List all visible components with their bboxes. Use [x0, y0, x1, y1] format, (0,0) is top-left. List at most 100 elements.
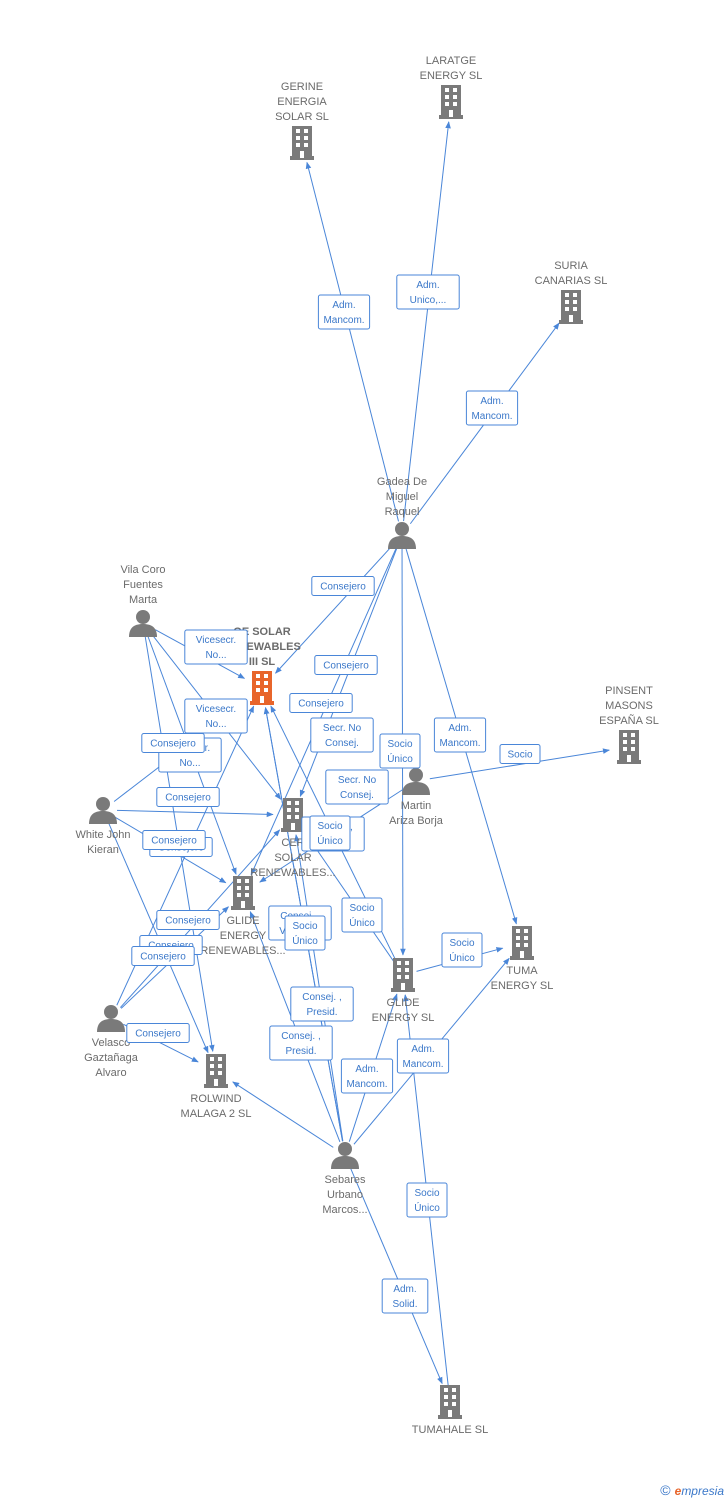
- edge-label[interactable]: Vicesecr.No...: [184, 629, 248, 665]
- edge-label-box[interactable]: [396, 274, 460, 310]
- edge-label-box[interactable]: [433, 717, 487, 753]
- edge-label[interactable]: Consejero: [126, 1023, 190, 1043]
- edge-label-box[interactable]: [269, 1025, 333, 1061]
- edge-label[interactable]: Consejero: [289, 693, 353, 713]
- edge-label-box[interactable]: [289, 693, 353, 713]
- edge-label[interactable]: Adm.Mancom.: [340, 1058, 394, 1094]
- edge-label-box[interactable]: [465, 390, 519, 426]
- edge-label[interactable]: Adm.Mancom.: [433, 717, 487, 753]
- edge-label[interactable]: Adm.Mancom.: [317, 294, 371, 330]
- edge-label[interactable]: Consej. ,Presid.: [290, 986, 354, 1022]
- edge-label-box[interactable]: [156, 910, 220, 930]
- node-label: GERINE: [281, 81, 323, 93]
- building-icon: [510, 926, 534, 960]
- building-icon: [439, 85, 463, 119]
- edge-gadea-gesolar: [275, 544, 393, 674]
- edge-label-box[interactable]: [317, 294, 371, 330]
- node-label: III SL: [249, 656, 276, 668]
- edge-label-text: Consejero: [151, 836, 197, 847]
- edge-label-box[interactable]: [184, 698, 248, 734]
- edge-label[interactable]: Consejero: [311, 576, 375, 596]
- edge-label-box[interactable]: [184, 629, 248, 665]
- edge-label[interactable]: Consejero: [156, 787, 220, 807]
- building-icon: [290, 126, 314, 160]
- node-label: SURIA: [554, 260, 588, 272]
- node-label: ROLWIND: [190, 1093, 241, 1105]
- edge-label-box[interactable]: [341, 897, 383, 933]
- node-label: Ariza Borja: [389, 815, 444, 827]
- edge-label-box[interactable]: [156, 787, 220, 807]
- node-cer[interactable]: CERSOLARRENEWABLES...: [250, 798, 336, 879]
- edge-label-box[interactable]: [142, 830, 206, 850]
- edge-label-box[interactable]: [290, 986, 354, 1022]
- edge-label-text: Secr. No: [338, 775, 377, 786]
- edge-label-box[interactable]: [311, 576, 375, 596]
- edge-label[interactable]: Consejero: [141, 733, 205, 753]
- node-label: Alvaro: [95, 1067, 126, 1079]
- edge-label-box[interactable]: [325, 769, 389, 805]
- edge-label-box[interactable]: [379, 733, 421, 769]
- edge-label[interactable]: Adm.Solid.: [381, 1278, 429, 1314]
- edge-label-box[interactable]: [381, 1278, 429, 1314]
- edge-label[interactable]: Adm.Mancom.: [465, 390, 519, 426]
- edge-label[interactable]: Vicesecr.No...: [184, 698, 248, 734]
- edge-label-box[interactable]: [131, 946, 195, 966]
- copyright-icon: ©: [660, 1482, 671, 1498]
- node-sebares[interactable]: SebaresUrbanoMarcos...: [322, 1142, 368, 1216]
- edge-label[interactable]: Consejero: [142, 830, 206, 850]
- edge-label[interactable]: Consejero: [156, 910, 220, 930]
- edge-label-box[interactable]: [310, 717, 374, 753]
- edge-label-text: Adm.: [332, 300, 355, 311]
- edge-label[interactable]: Consej. ,Presid.: [269, 1025, 333, 1061]
- node-label: CER: [281, 837, 304, 849]
- edge-label[interactable]: Socio: [499, 744, 541, 764]
- edge-label[interactable]: Adm.Mancom.: [396, 1038, 450, 1074]
- edge-label[interactable]: Consejero: [131, 946, 195, 966]
- edge-label-box[interactable]: [340, 1058, 394, 1094]
- edge-label-box[interactable]: [314, 655, 378, 675]
- edge-label[interactable]: Adm.Unico,...: [396, 274, 460, 310]
- edge-label-box[interactable]: [284, 915, 326, 951]
- node-glideren[interactable]: GLIDEENERGYRENEWABLES...: [200, 876, 286, 957]
- edge-label-text: Único: [349, 916, 375, 929]
- edge-label-box[interactable]: [406, 1182, 448, 1218]
- edge-label-box[interactable]: [141, 733, 205, 753]
- building-icon: [250, 671, 274, 705]
- edge-label-text: Secr. No: [323, 723, 362, 734]
- edge-label-box[interactable]: [126, 1023, 190, 1043]
- node-tumahale[interactable]: TUMAHALE SL: [412, 1385, 488, 1436]
- node-label: Gaztañaga: [84, 1052, 139, 1064]
- person-icon: [97, 1005, 125, 1032]
- edge-label[interactable]: Consejero: [314, 655, 378, 675]
- edge-label-box[interactable]: [441, 932, 483, 968]
- edge-label-text: Consejero: [140, 952, 186, 963]
- edge-label-box[interactable]: [309, 815, 351, 851]
- edge-label-box[interactable]: [499, 744, 541, 764]
- edge-label-box[interactable]: [396, 1038, 450, 1074]
- edge-label-text: Único: [449, 951, 475, 964]
- person-icon: [331, 1142, 359, 1169]
- node-label: LARATGE: [426, 55, 477, 67]
- node-label: Gadea De: [377, 476, 427, 488]
- edge-label-text: Consej. ,: [281, 1031, 320, 1042]
